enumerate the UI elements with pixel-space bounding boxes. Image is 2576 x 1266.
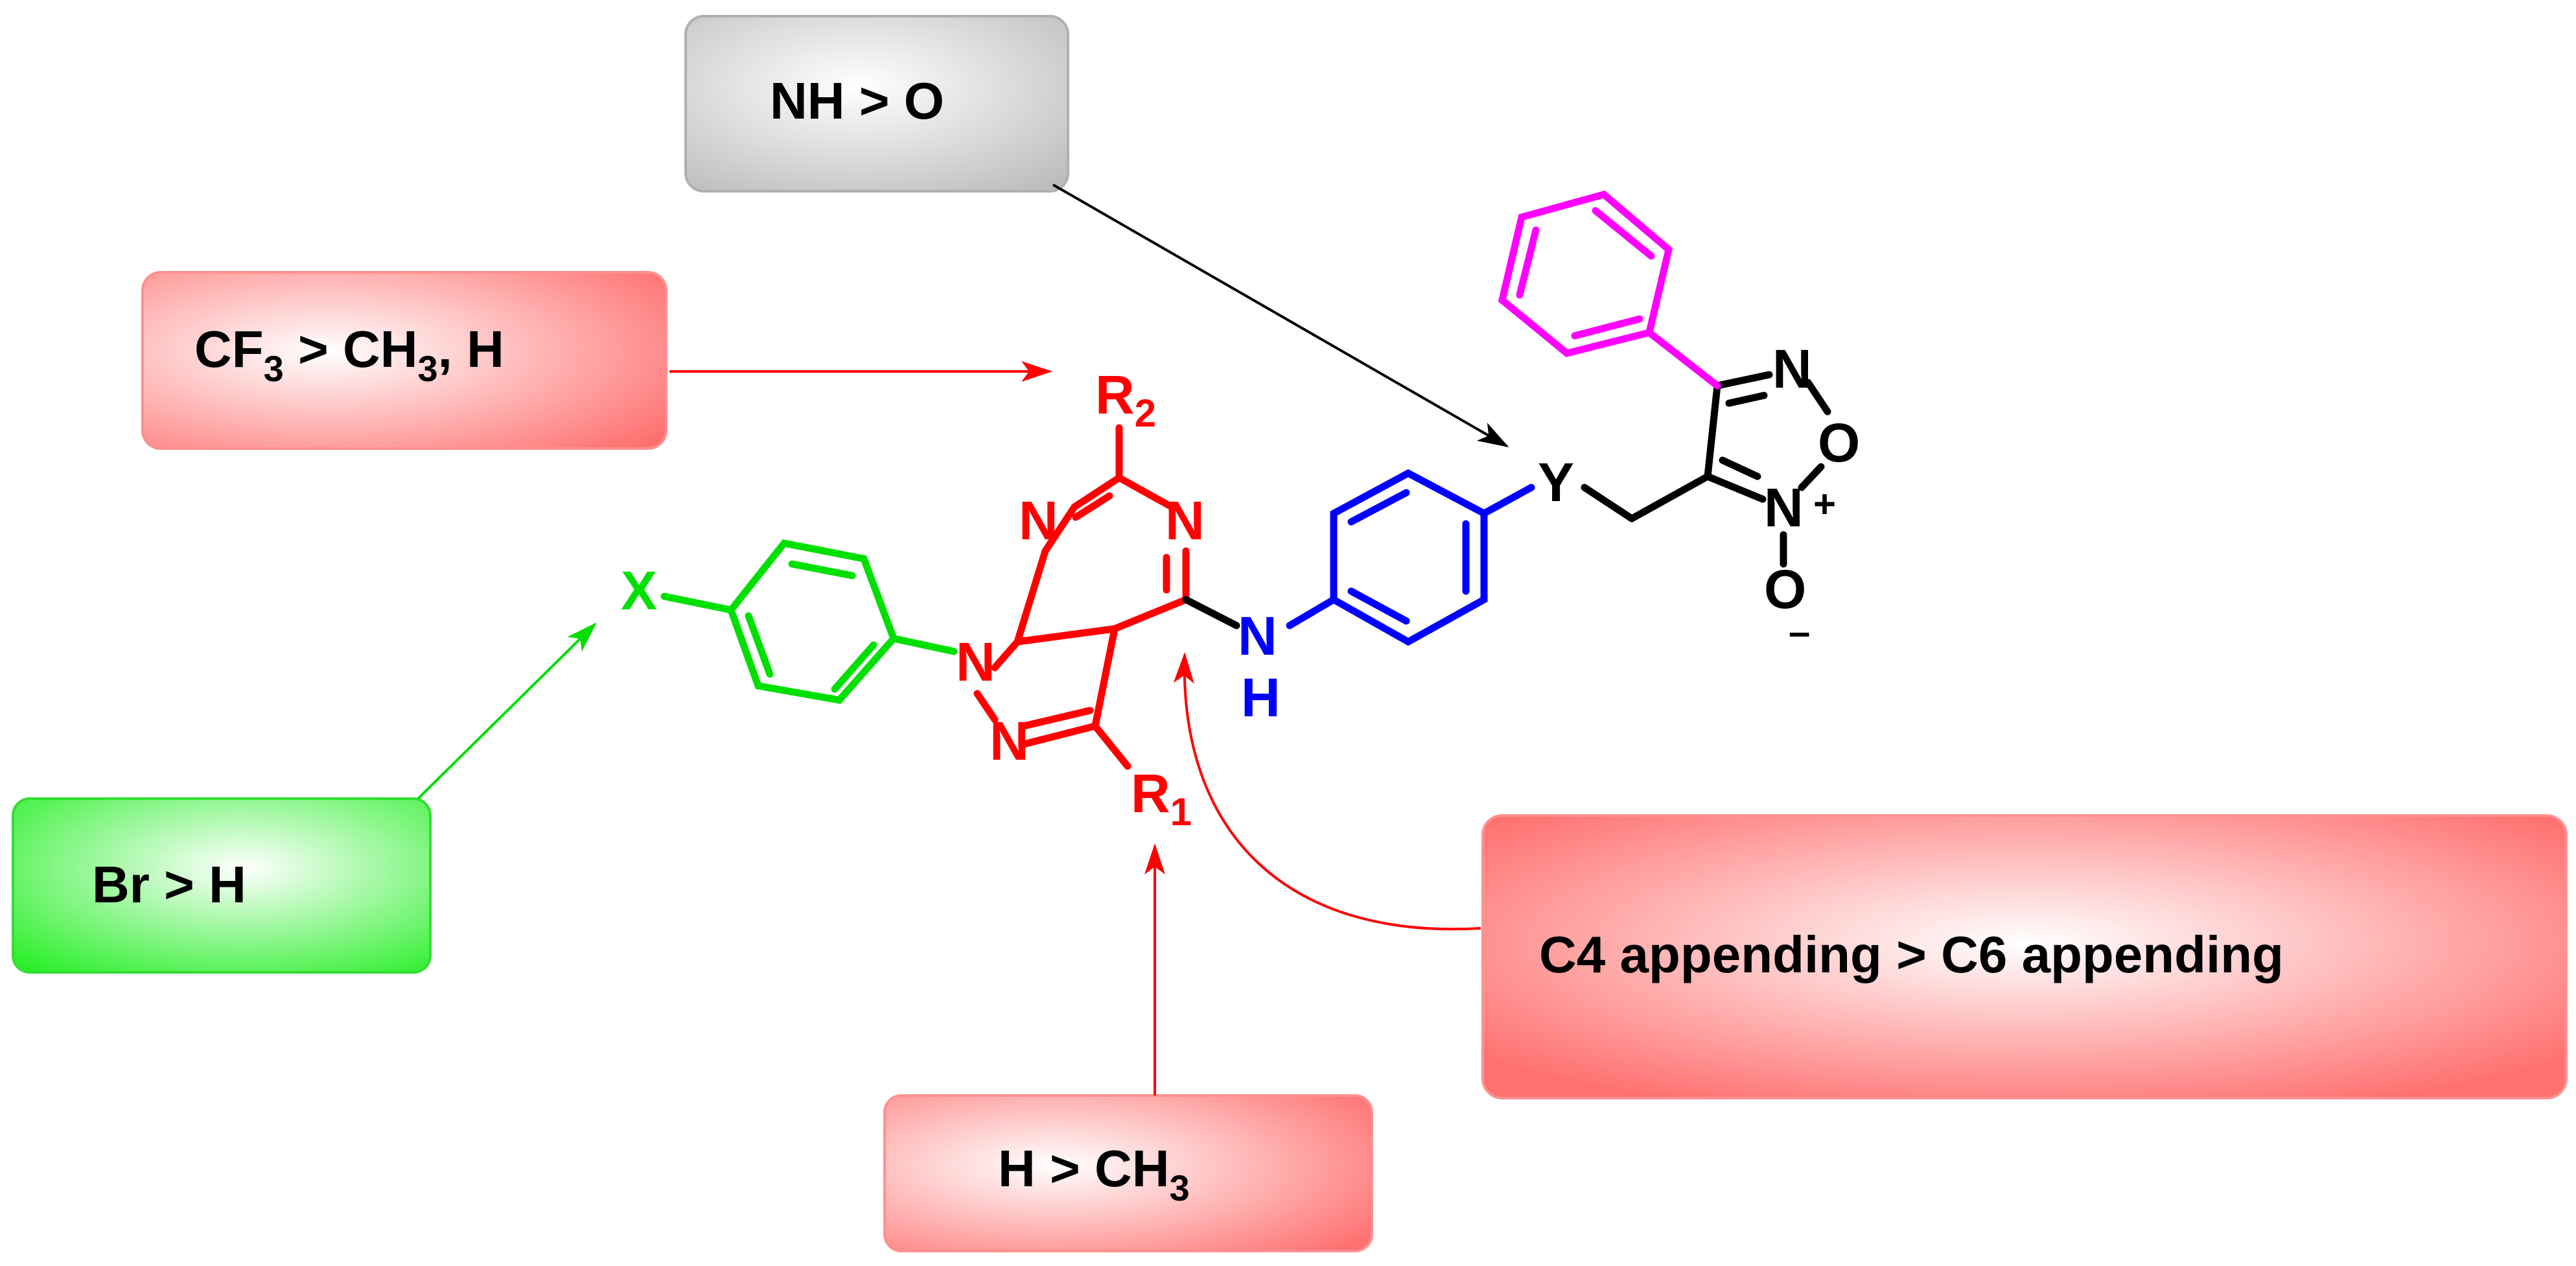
box-position-text: C4 appending > C6 appending <box>1539 926 2284 983</box>
minus-charge-label: – <box>1789 610 1810 653</box>
arrow-linker <box>1052 183 1509 447</box>
oxadiazole-o-label: O <box>1818 412 1860 473</box>
red-bicyclic-core <box>973 424 1190 770</box>
oxadiazole-n-label: N <box>1772 338 1812 399</box>
oxide-o-label: O <box>1764 559 1806 620</box>
pyrimidine-n5-label: N <box>1165 490 1205 551</box>
molecule-bonds <box>660 190 1831 770</box>
box-linker: NH > O <box>684 15 1069 193</box>
box-r2-text: CF3 > CH3, H <box>194 320 504 389</box>
arrow-position <box>1173 652 1481 931</box>
box-r1: H > CH3 <box>883 1094 1373 1252</box>
oxadiazole-n-oxide-label: N <box>1764 477 1804 538</box>
magenta-phenyl-ring <box>1498 190 1721 390</box>
box-x: Br > H <box>12 797 432 974</box>
plus-charge-label: + <box>1813 482 1836 526</box>
r1-label: R1 <box>1131 763 1192 834</box>
pyrazole-n2-label: N <box>990 710 1029 771</box>
pyrimidine-n7-label: N <box>1019 490 1058 551</box>
amine-n-label: N <box>1238 605 1277 666</box>
arrow-x <box>417 622 597 800</box>
box-r1-text: H > CH3 <box>998 1140 1190 1208</box>
box-r2: CF3 > CH3, H <box>141 271 667 450</box>
blue-aniline-ring <box>1286 469 1535 646</box>
y-label: Y <box>1538 452 1574 513</box>
box-linker-text: NH > O <box>770 72 944 130</box>
box-x-text: Br > H <box>92 856 246 913</box>
green-phenyl-ring <box>660 539 958 704</box>
r2-label: R2 <box>1095 364 1156 435</box>
x-label: X <box>621 560 657 621</box>
furoxan-ring <box>1581 371 1831 568</box>
box-position: C4 appending > C6 appending <box>1481 814 2568 1099</box>
pyrazole-n1-label: N <box>956 631 995 692</box>
amine-h-label: H <box>1241 667 1281 728</box>
